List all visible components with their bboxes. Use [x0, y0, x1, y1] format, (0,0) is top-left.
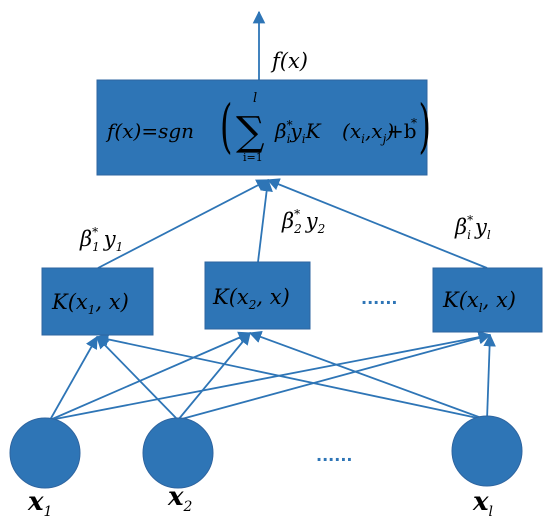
- input-node-2: [142, 417, 214, 489]
- kernel-label-1: K(x1, x): [51, 290, 129, 317]
- weight-edge-2: [257, 178, 273, 263]
- kernel-ellipsis: ......: [361, 289, 397, 308]
- svg-text:+b: +b: [387, 119, 417, 143]
- svg-text:l: l: [253, 91, 257, 106]
- kernel-box-2: [204, 261, 311, 330]
- svg-text:β*iyl: β*iyl: [454, 213, 491, 242]
- weight-edge-1: [97, 179, 270, 269]
- kernel-box-l: [432, 267, 543, 333]
- svg-text:i=1: i=1: [243, 151, 263, 164]
- decision-function-formula: f(x)=sgn ( ∑ l i=1 β*iyiK (xi,xj) +b * ): [105, 91, 431, 164]
- output-label: f(x): [270, 49, 308, 73]
- svg-text:(: (: [220, 94, 232, 161]
- input-node-l: [451, 415, 523, 487]
- kernel-box-1: [41, 267, 154, 336]
- svg-text:∑: ∑: [236, 109, 265, 155]
- svg-text:f(x)=sgn: f(x)=sgn: [105, 119, 194, 143]
- weight-edge-l: [266, 178, 488, 269]
- input-label-l: xl: [472, 487, 493, 520]
- decision-function-box: [96, 79, 428, 176]
- svg-text:β*2y2: β*2y2: [281, 207, 325, 236]
- svg-text:): ): [419, 94, 431, 161]
- input-ellipsis: ......: [316, 446, 352, 465]
- svg-text:β*iyiK: β*iyiK: [274, 118, 322, 146]
- input-kernel-edges: [49, 330, 496, 421]
- svg-text:*: *: [411, 116, 417, 130]
- input-node-1: [9, 417, 81, 489]
- input-label-1: x1: [27, 487, 52, 520]
- svg-text:(xi,xj): (xi,xj): [342, 119, 394, 146]
- svg-text:β*1y1: β*1y1: [79, 225, 123, 254]
- kernel-label-2: K(x2, x): [212, 285, 290, 312]
- input-label-2: x2: [167, 482, 193, 515]
- kernel-label-l: K(xl, x): [442, 288, 516, 315]
